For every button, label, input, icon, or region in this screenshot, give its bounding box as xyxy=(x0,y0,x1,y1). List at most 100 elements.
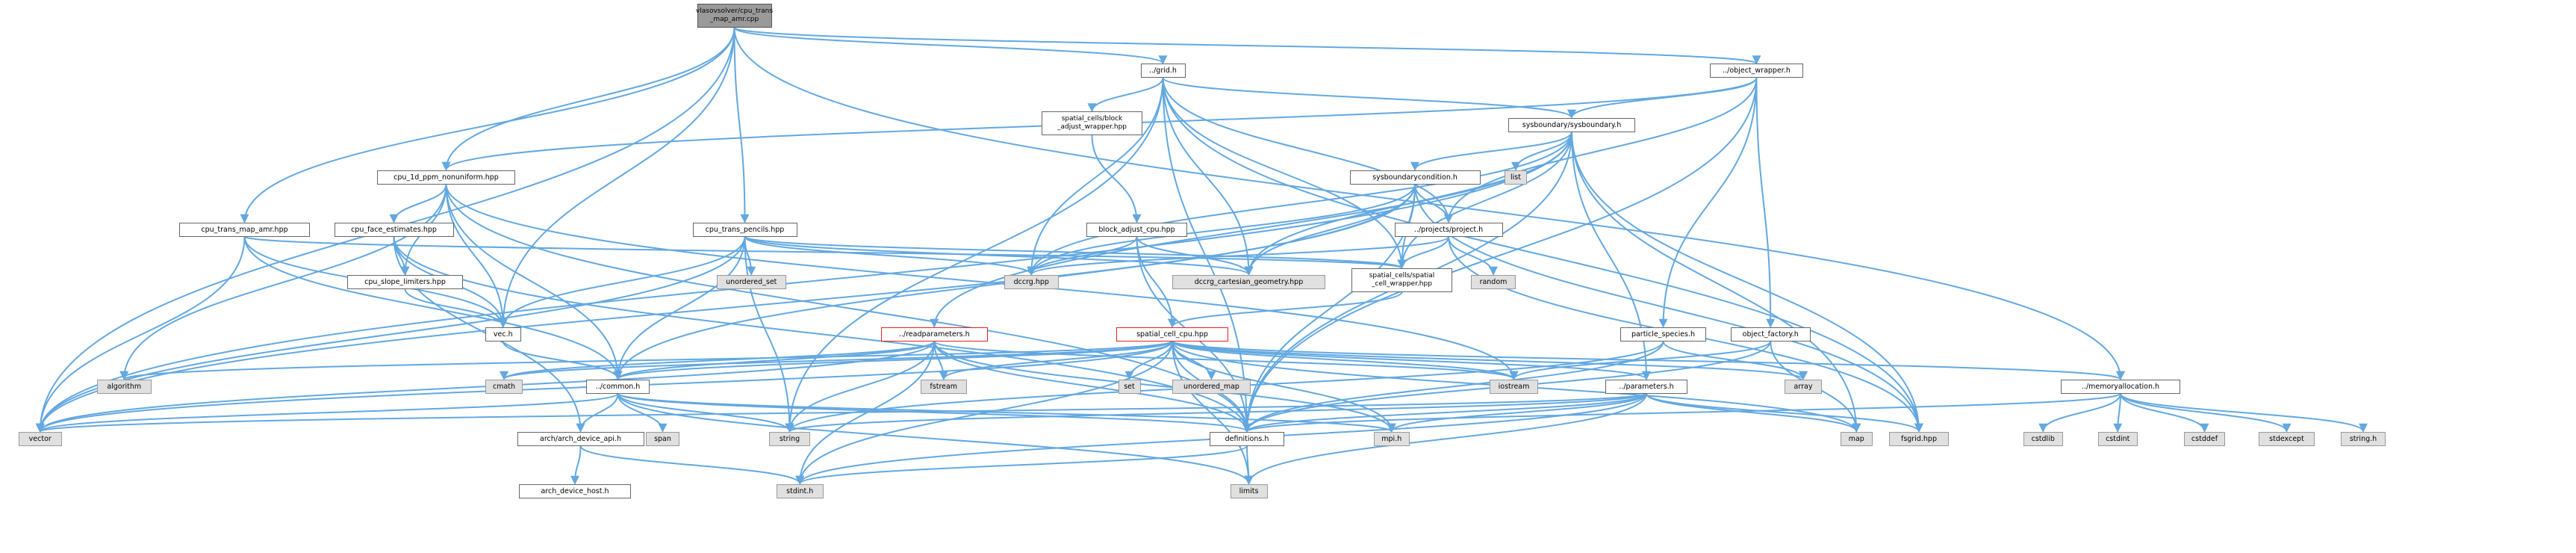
node-vec[interactable]: vec.h xyxy=(485,327,521,342)
edge-common-to-vector xyxy=(36,392,619,433)
edge-grid-to-spatial_cell_wrapper xyxy=(1162,77,1407,269)
edge-spatial_cell_cpu-to-array xyxy=(1172,340,1808,380)
node-arch-device-host[interactable]: arch_device_host.h xyxy=(519,484,631,498)
edge-cpu_trans_pencils-to-vector xyxy=(35,236,746,433)
edge-parameters-to-mpi xyxy=(1387,393,1647,433)
edge-memoryallocation-to-cstddef xyxy=(2120,393,2209,433)
edge-particle_species-to-definitions xyxy=(1242,341,1664,433)
edge-memoryallocation-to-cstdlib xyxy=(2038,393,2121,433)
node-cpu-1d-ppm[interactable]: cpu_1d_ppm_nonuniform.hpp xyxy=(377,170,515,185)
edge-parameters-to-string xyxy=(785,392,1647,433)
edge-sysboundary-to-dccrg xyxy=(1027,132,1572,276)
edge-readparameters-to-cmath xyxy=(500,340,936,380)
edge-projects_project-to-dccrg xyxy=(1027,235,1449,276)
node-definitions[interactable]: definitions.h xyxy=(1210,431,1284,446)
node-set: set xyxy=(1118,379,1141,394)
node-cpu-trans-map-amr[interactable]: cpu_trans_map_amr.hpp xyxy=(179,222,310,237)
node-object-factory[interactable]: object_factory.h xyxy=(1730,327,1811,342)
node-map: map xyxy=(1841,431,1873,446)
edge-root-to-vec xyxy=(498,27,735,328)
edge-vec-to-common xyxy=(502,341,623,380)
edge-cpu_trans_pencils-to-vec xyxy=(498,236,746,328)
edge-cpu_slope_limiters-to-vec xyxy=(404,288,508,328)
edge-root-to-grid xyxy=(733,27,1168,65)
edge-sysboundarycondition-to-vector xyxy=(35,184,1416,433)
node-cmath: cmath xyxy=(485,379,523,394)
edge-cpu_trans_map_amr-to-common xyxy=(243,236,623,380)
edge-grid-to-fsgrid xyxy=(1162,77,1923,433)
edge-cpu_1d_ppm-to-iostream xyxy=(445,184,1519,380)
node-sysboundary[interactable]: sysboundary/sysboundary.h xyxy=(1508,117,1635,132)
node-block-adjust-cpu[interactable]: block_adjust_cpu.hpp xyxy=(1086,222,1187,237)
edge-sysboundary-to-sysboundarycondition xyxy=(1410,132,1572,171)
edge-parameters-to-definitions xyxy=(1242,392,1647,433)
node-list: list xyxy=(1505,170,1527,185)
node-block-adjust-wrapper[interactable]: spatial_cells/block _adjust_wrapper.hpp xyxy=(1042,111,1142,135)
edge-spatial_cell_wrapper-to-spatial_cell_cpu xyxy=(1168,291,1403,328)
edge-cpu_1d_ppm-to-common xyxy=(445,184,623,380)
edge-common-to-span xyxy=(617,393,668,433)
edge-cpu_trans_pencils-to-string xyxy=(744,236,794,433)
node-sysboundarycondition[interactable]: sysboundarycondition.h xyxy=(1349,170,1481,185)
edge-memoryallocation-to-stdexcept xyxy=(2120,393,2292,433)
edge-sysboundary-to-readparameters xyxy=(930,132,1572,328)
edge-object_wrapper-to-definitions xyxy=(1242,77,1758,433)
edge-cpu_trans_pencils-to-common xyxy=(613,236,746,380)
node-unordered-set: unordered_set xyxy=(717,274,786,289)
edge-cpu_trans_map_amr-to-spatial_cell_wrapper xyxy=(243,235,1406,269)
node-object-wrapper[interactable]: ../object_wrapper.h xyxy=(1710,64,1803,78)
edge-root-to-cpu_trans_pencils xyxy=(733,27,750,223)
node-algorithm: algorithm xyxy=(97,379,152,394)
edge-cpu_1d_ppm-to-cpu_face_estimates xyxy=(389,184,447,223)
edge-common-to-definitions xyxy=(617,392,1251,433)
node-particle-species[interactable]: particle_species.h xyxy=(1620,327,1706,342)
edge-root-to-cpu_1d_ppm xyxy=(441,27,735,171)
node-spatial-cell-cpu[interactable]: spatial_cell_cpu.hpp xyxy=(1116,327,1228,342)
node-spatial-cell-wrapper[interactable]: spatial_cells/spatial _cell_wrapper.hpp xyxy=(1351,268,1452,292)
edge-object_wrapper-to-object_factory xyxy=(1755,77,1776,328)
node-cpu-face-estimates[interactable]: cpu_face_estimates.hpp xyxy=(334,222,454,237)
node-vector: vector xyxy=(19,431,62,446)
edge-sysboundary-to-vector xyxy=(35,132,1572,433)
edge-grid-to-dccrg xyxy=(1027,77,1164,276)
node-memoryallocation[interactable]: ../memoryallocation.h xyxy=(2061,379,2180,394)
node-cpu-trans-pencils[interactable]: cpu_trans_pencils.hpp xyxy=(692,222,797,237)
edge-arch_device_api-to-arch_device_host xyxy=(570,445,582,485)
edge-grid-to-block_adjust_wrapper xyxy=(1087,77,1164,113)
node-string-h: string.h xyxy=(2341,431,2386,446)
edge-definitions-to-stdint xyxy=(795,445,1248,485)
edge-sysboundary-to-spatial_cell_wrapper xyxy=(1397,132,1572,269)
edge-sysboundary-to-parameters xyxy=(1571,132,1651,380)
node-readparameters[interactable]: ../readparameters.h xyxy=(881,327,988,342)
node-stdint: stdint.h xyxy=(777,484,824,498)
node-parameters[interactable]: ../parameters.h xyxy=(1605,379,1687,394)
node-fstream: fstream xyxy=(920,379,967,394)
edge-object_wrapper-to-projects_project xyxy=(1444,77,1758,223)
node-arch-device-api[interactable]: arch/arch_device_api.h xyxy=(517,431,644,446)
edge-object_factory-to-iostream xyxy=(1509,341,1772,380)
edge-cpu_trans_pencils-to-spatial_cell_wrapper xyxy=(744,235,1407,269)
node-grid[interactable]: ../grid.h xyxy=(1140,64,1186,78)
node-cstdint: cstdint xyxy=(2098,431,2138,446)
edge-spatial_cell_cpu-to-parameters xyxy=(1172,340,1651,380)
edge-sysboundarycondition-to-fsgrid xyxy=(1414,184,1923,433)
node-random: random xyxy=(1471,274,1516,289)
node-span: span xyxy=(646,431,679,446)
edge-memoryallocation-to-string_h xyxy=(2120,393,2368,433)
node-string: string xyxy=(769,431,810,446)
edge-projects_project-to-spatial_cell_wrapper xyxy=(1397,236,1449,269)
edge-parameters-to-fsgrid xyxy=(1646,392,1923,433)
node-iostream: iostream xyxy=(1490,379,1538,394)
node-projects-project[interactable]: ../projects/project.h xyxy=(1394,222,1503,237)
edge-parameters-to-limits xyxy=(1244,393,1647,485)
edge-projects_project-to-random xyxy=(1448,236,1498,276)
edge-common-to-mpi xyxy=(617,392,1396,433)
node-root[interactable]: vlasovsolver/cpu_trans _map_amr.cpp xyxy=(696,4,773,28)
node-cpu-slope-limiters[interactable]: cpu_slope_limiters.hpp xyxy=(347,274,463,289)
node-common[interactable]: ../common.h xyxy=(586,379,650,394)
edge-cpu_face_estimates-to-definitions xyxy=(393,236,1251,433)
node-dccrg-cartesian: dccrg_cartesian_geometry.hpp xyxy=(1172,274,1325,289)
edge-root-to-object_wrapper xyxy=(733,27,1761,65)
edge-common-to-limits xyxy=(617,393,1254,485)
